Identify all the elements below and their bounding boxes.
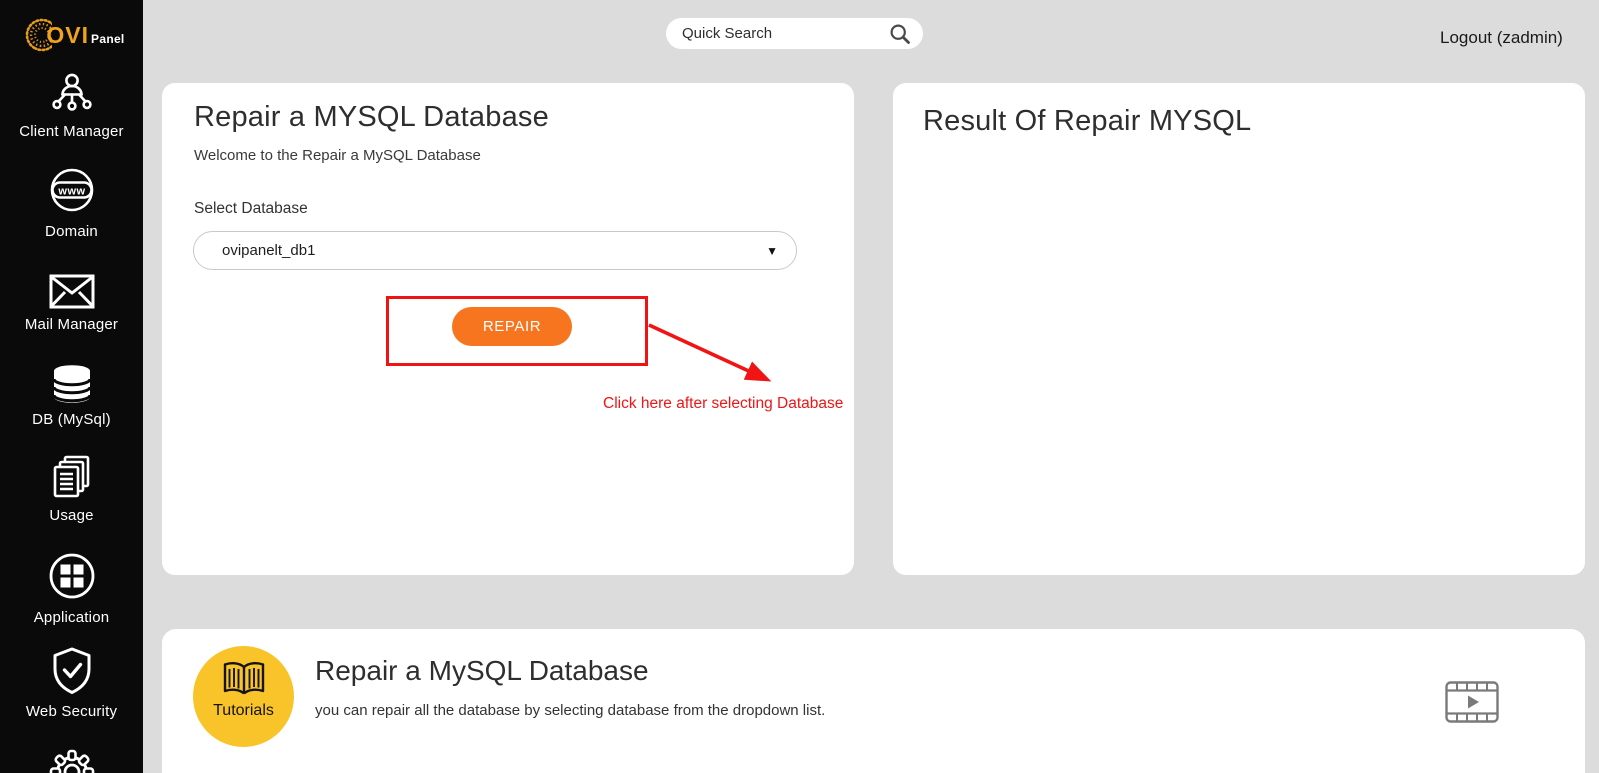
- sidebar-item-settings[interactable]: [0, 742, 143, 773]
- quick-search-box: [666, 18, 923, 49]
- sidebar-item-label: Usage: [49, 507, 94, 524]
- sidebar-item-web-security[interactable]: Web Security: [0, 646, 143, 720]
- repair-database-card: Repair a MYSQL Database Welcome to the R…: [162, 83, 854, 575]
- sidebar-item-label: Domain: [45, 223, 98, 240]
- tutorial-title: Repair a MySQL Database: [315, 655, 649, 686]
- logo-text-primary: OVI: [46, 21, 90, 48]
- magnifier-icon[interactable]: [889, 23, 911, 45]
- search-input[interactable]: [682, 25, 889, 42]
- tutorial-card: Tutorials Repair a MySQL Database you ca…: [162, 629, 1585, 773]
- www-text: www: [57, 186, 85, 198]
- database-select[interactable]: ovipanelt_db1 ▼: [193, 231, 797, 270]
- database-icon: [52, 365, 91, 403]
- tutorial-description: you can repair all the database by selec…: [315, 702, 826, 719]
- logo-text-secondary: Panel: [91, 31, 125, 46]
- ovipanel-logo[interactable]: OVI Panel: [0, 13, 143, 57]
- annotation-text: Click here after selecting Database: [603, 395, 844, 412]
- envelope-icon: [49, 274, 94, 309]
- annotation-highlight-box: [386, 296, 648, 366]
- sidebar-item-label: Client Manager: [19, 123, 124, 140]
- documents-icon: [53, 455, 89, 498]
- tutorials-badge-label: Tutorials: [213, 702, 274, 719]
- result-card: Result Of Repair MYSQL: [893, 83, 1585, 575]
- sidebar-item-domain[interactable]: www Domain: [0, 164, 143, 240]
- sidebar-item-label: Application: [33, 609, 110, 626]
- repair-button[interactable]: REPAIR: [452, 307, 572, 346]
- repair-card-subtitle: Welcome to the Repair a MySQL Database: [194, 147, 481, 164]
- org-chart-icon: [51, 73, 92, 111]
- chevron-down-icon: ▼: [766, 243, 778, 258]
- select-database-label: Select Database: [194, 200, 308, 217]
- shield-check-icon: [53, 647, 90, 694]
- app-grid-icon: [49, 553, 94, 599]
- sidebar-item-db-mysql[interactable]: DB (MySql): [0, 364, 143, 428]
- sidebar-item-mail-manager[interactable]: Mail Manager: [0, 274, 143, 333]
- logo-sunburst-icon: [26, 18, 53, 52]
- sidebar-item-label: DB (MySql): [32, 411, 111, 428]
- open-book-icon: [223, 662, 264, 695]
- database-select-value: ovipanelt_db1: [222, 242, 316, 259]
- repair-card-title: Repair a MYSQL Database: [194, 101, 549, 133]
- tutorials-badge: Tutorials: [193, 646, 294, 747]
- sidebar-item-label: Mail Manager: [24, 316, 119, 333]
- sidebar-item-client-manager[interactable]: Client Manager: [0, 72, 143, 140]
- logout-link[interactable]: Logout (zadmin): [1440, 28, 1563, 47]
- sidebar-item-application[interactable]: Application: [0, 550, 143, 626]
- sidebar-item-label: Web Security: [25, 703, 118, 720]
- sidebar-item-usage[interactable]: Usage: [0, 454, 143, 524]
- film-play-icon[interactable]: [1445, 681, 1499, 723]
- result-card-title: Result Of Repair MYSQL: [923, 105, 1252, 137]
- gear-icon: [49, 749, 94, 773]
- sidebar: OVI Panel Client Manager www Domain: [0, 0, 143, 773]
- www-globe-icon: www: [50, 168, 93, 212]
